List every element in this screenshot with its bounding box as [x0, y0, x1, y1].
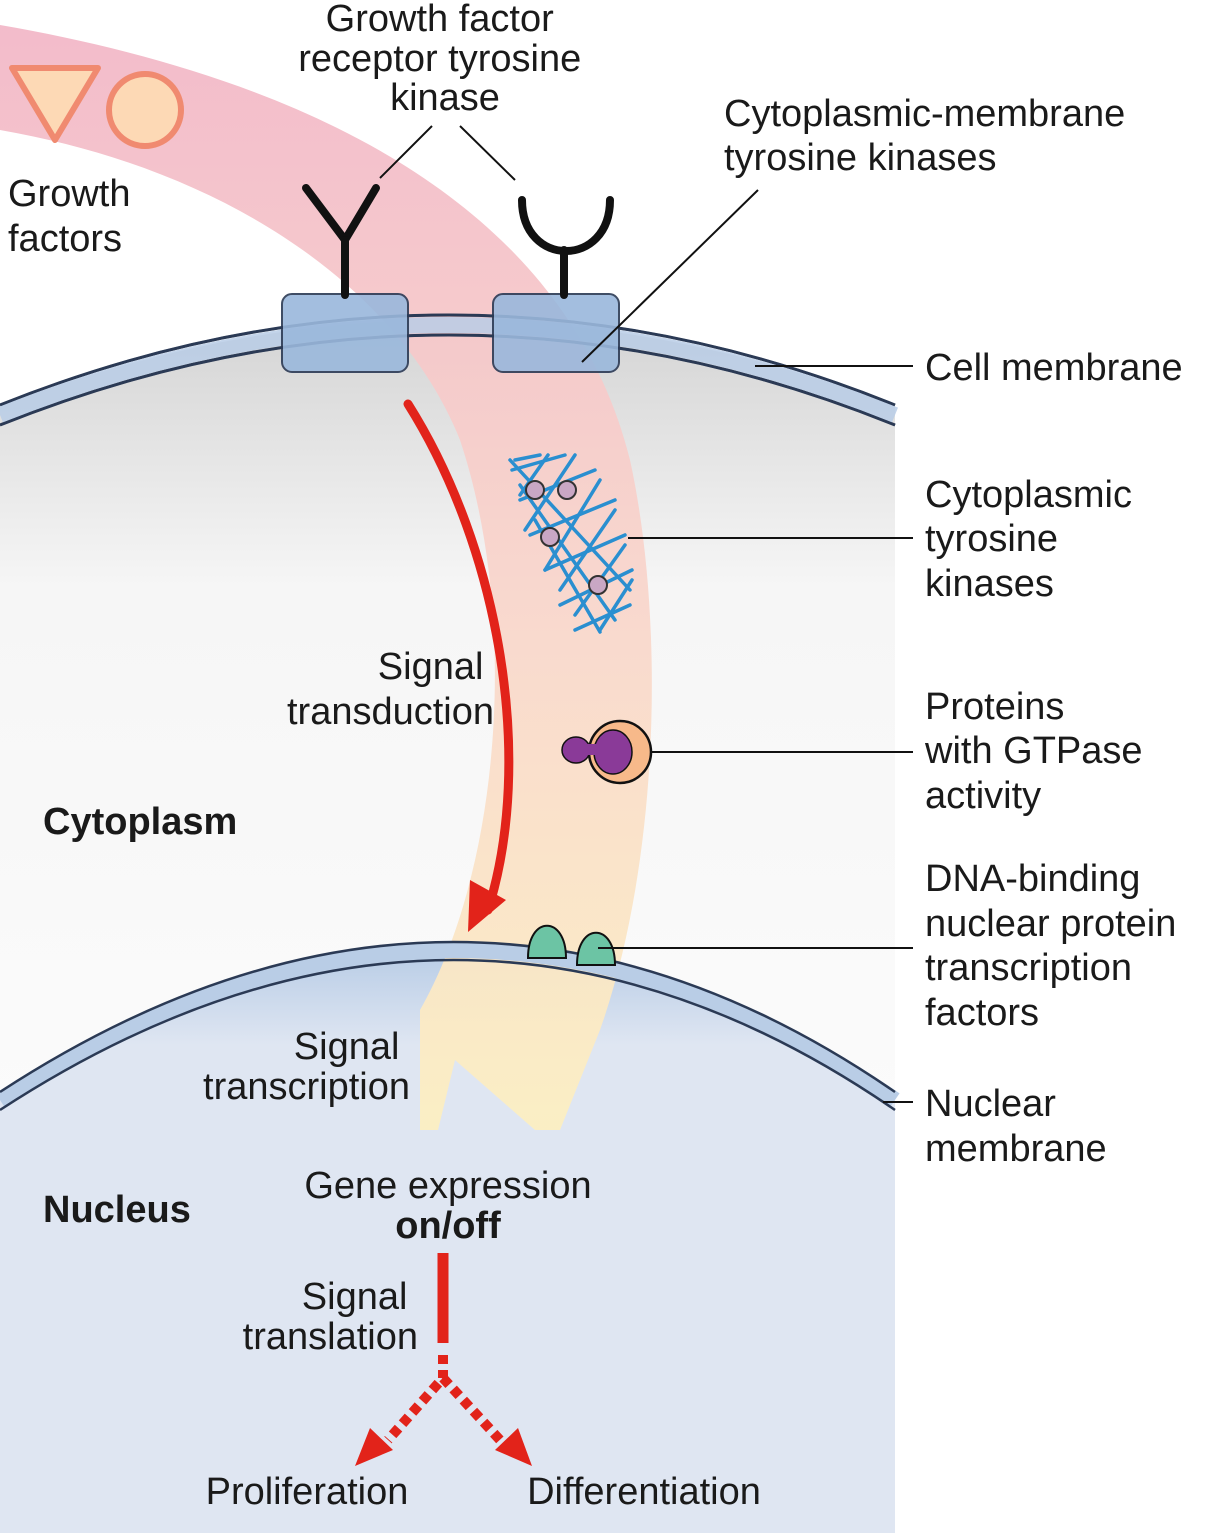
gtpase-label-line-1: Proteins [925, 686, 1064, 728]
signal-transcription-label-line-2: transcription [203, 1066, 410, 1108]
on-off-label: on/off [395, 1205, 501, 1247]
signal-transcription-label: Signal transcription [203, 1026, 410, 1108]
receptor-label-line-2: receptor tyrosine [298, 38, 581, 80]
receptor-kinase-box-right [492, 293, 620, 373]
membrane-kinases-label-line-2: tyrosine kinases [724, 137, 996, 179]
signal-transduction-label-line-1: Signal [378, 646, 484, 688]
proliferation-arrowhead-icon [355, 1428, 393, 1466]
gene-expression-label: Gene expression [304, 1165, 591, 1207]
dna-binding-label-line-2: nuclear protein [925, 903, 1176, 945]
differentiation-label: Differentiation [527, 1471, 761, 1513]
gtpase-label-line-3: activity [925, 775, 1041, 817]
cell-membrane [0, 313, 898, 427]
dna-binding-label: DNA-binding nuclear protein transcriptio… [925, 858, 1187, 1034]
cytoplasmic-kinases-label-line-3: kinases [925, 563, 1054, 605]
nucleus-region [0, 952, 895, 1533]
receptor-pointer-left [379, 125, 433, 179]
growth-factor-triangle-icon [9, 65, 101, 143]
nucleus-label: Nucleus [43, 1189, 191, 1231]
growth-factors-label-line-2: factors [8, 218, 122, 260]
membrane-kinases-label-line-1: Cytoplasmic-membrane [724, 93, 1125, 135]
dna-binding-label-line-3: transcription [925, 947, 1132, 989]
receptor-label-line-1: Growth factor [326, 0, 554, 40]
y-receptor-icon [302, 184, 380, 299]
membrane-kinase-pointer [581, 189, 759, 363]
signal-translation-label: Signal translation [243, 1276, 418, 1358]
nuclear-membrane-label-line-1: Nuclear [925, 1083, 1056, 1125]
receptor-label: Growth factor receptor tyrosine kinase [298, 0, 592, 119]
differentiation-arrowhead-icon [495, 1428, 532, 1466]
u-receptor-icon [518, 196, 614, 299]
cytoplasmic-kinases-label-line-1: Cytoplasmic [925, 474, 1132, 516]
growth-factor-circle-icon [106, 71, 184, 149]
gtpase-label: Proteins with GTPase activity [924, 686, 1153, 817]
signal-transduction-arrow [403, 399, 514, 932]
membrane-kinases-label: Cytoplasmic-membrane tyrosine kinases [724, 93, 1136, 179]
nuclear-membrane [0, 940, 900, 1112]
signal-translation-label-line-2: translation [243, 1316, 418, 1358]
phosphate-dots [525, 480, 608, 595]
cytoplasmic-kinases-label: Cytoplasmic tyrosine kinases [925, 474, 1143, 605]
signal-translation-label-line-1: Signal [302, 1276, 408, 1318]
gtpase-protein-icon [561, 719, 653, 785]
transcription-factor-icon [526, 924, 617, 966]
cell-membrane-label: Cell membrane [925, 347, 1183, 389]
dna-binding-label-line-1: DNA-binding [925, 858, 1140, 900]
dna-binding-label-line-4: factors [925, 992, 1039, 1034]
signal-transduction-label: Signal transduction [287, 646, 494, 733]
nuclear-membrane-label: Nuclear membrane [925, 1083, 1107, 1170]
growth-factors-label-line-1: Growth [8, 173, 130, 215]
cytoplasmic-kinases-label-line-2: tyrosine [925, 518, 1058, 560]
proliferation-label: Proliferation [206, 1471, 409, 1513]
signal-transcription-label-line-1: Signal [294, 1026, 400, 1068]
receptor-label-line-3: kinase [390, 77, 500, 119]
signal-translation-arrow [355, 1253, 532, 1466]
signal-transduction-label-line-2: transduction [287, 691, 494, 733]
nuclear-membrane-label-line-2: membrane [925, 1128, 1107, 1170]
receptor-pointer-right [459, 125, 516, 181]
signal-pathway-band [0, 25, 652, 1130]
receptor-kinase-box-left [281, 293, 409, 373]
growth-factors-label: Growth factors [8, 173, 141, 260]
gtpase-label-line-2: with GTPase [924, 730, 1143, 772]
cytoplasm-label: Cytoplasm [43, 801, 237, 843]
